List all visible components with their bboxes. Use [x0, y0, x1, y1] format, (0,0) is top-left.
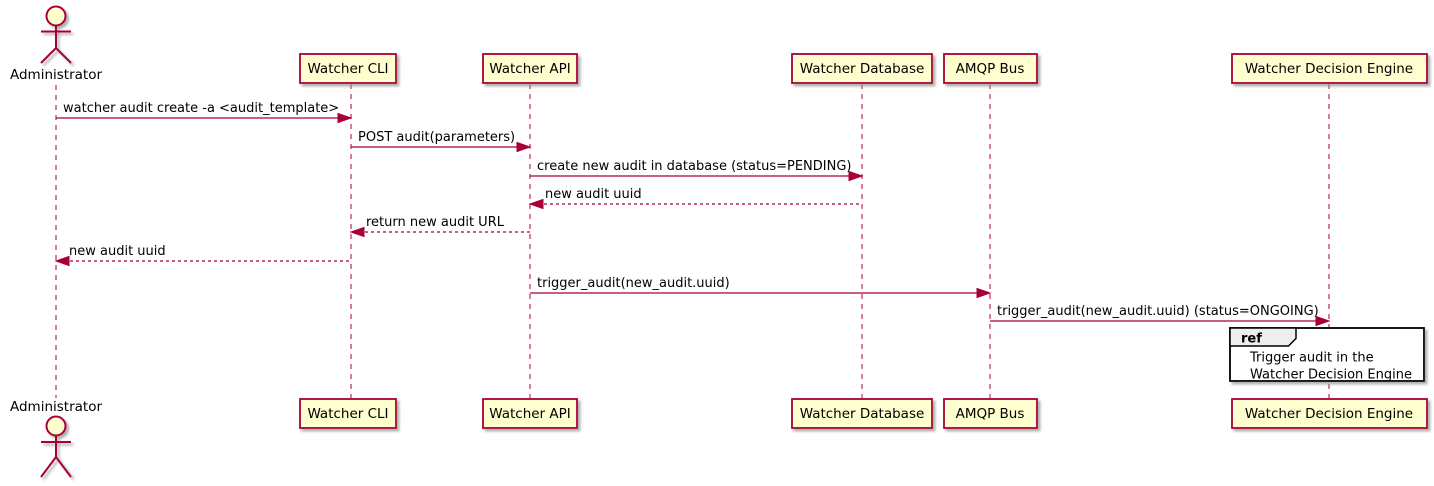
message-4: new audit uuid [528, 187, 862, 210]
message-label: trigger_audit(new_audit.uuid) (status=ON… [997, 304, 1319, 319]
participant-watcher-decision-engine-bottom: Watcher Decision Engine [1231, 398, 1428, 429]
message-7: trigger_audit(new_audit.uuid) [530, 276, 992, 299]
message-label: watcher audit create -a <audit_template> [63, 101, 339, 116]
arrowhead-right-icon [1315, 315, 1331, 327]
actor-administrator-bottom: Administrator [10, 399, 102, 478]
arrowhead-right-icon [516, 141, 532, 153]
participant-label: AMQP Bus [956, 61, 1025, 77]
participant-watcher-database-top: Watcher Database [791, 53, 933, 84]
participant-amqp-bus-bottom: AMQP Bus [943, 398, 1038, 429]
actor-label: Administrator [10, 67, 102, 83]
participant-watcher-api-top: Watcher API [482, 53, 578, 84]
participants-top-row: Watcher CLI Watcher API Watcher Database… [299, 53, 1428, 84]
message-3: create new audit in database (status=PEN… [530, 159, 864, 182]
participant-watcher-api-bottom: Watcher API [482, 398, 578, 429]
arrowhead-left-icon [349, 226, 365, 238]
arrowhead-right-icon [337, 112, 353, 124]
message-label: return new audit URL [366, 215, 505, 230]
message-label: create new audit in database (status=PEN… [537, 159, 852, 174]
participant-label: Watcher Decision Engine [1245, 406, 1413, 422]
participant-label: Watcher CLI [307, 406, 388, 422]
participant-watcher-decision-engine-top: Watcher Decision Engine [1231, 53, 1428, 84]
message-5: return new audit URL [349, 215, 530, 238]
stick-figure-icon [40, 415, 72, 478]
message-label: new audit uuid [69, 244, 166, 259]
ref-fragment: ref Trigger audit in the Watcher Decisio… [1229, 327, 1425, 383]
message-label: new audit uuid [545, 187, 642, 202]
message-6: new audit uuid [54, 244, 351, 267]
participant-label: Watcher Database [800, 406, 925, 422]
participant-label: Watcher Decision Engine [1245, 61, 1413, 77]
ref-keyword: ref [1241, 332, 1262, 347]
message-1: watcher audit create -a <audit_template> [56, 101, 353, 124]
participant-label: Watcher CLI [307, 61, 388, 77]
participant-label: Watcher Database [800, 61, 925, 77]
stick-figure-icon [40, 5, 72, 64]
participant-watcher-database-bottom: Watcher Database [791, 398, 933, 429]
ref-text-line1: Trigger audit in the [1249, 351, 1374, 366]
participant-label: Watcher API [489, 61, 571, 77]
participant-label: AMQP Bus [956, 406, 1025, 422]
participants-bottom-row: Watcher CLI Watcher API Watcher Database… [299, 398, 1428, 429]
message-2: POST audit(parameters) [351, 130, 532, 153]
actor-label: Administrator [10, 399, 102, 415]
message-label: POST audit(parameters) [358, 130, 515, 145]
arrowhead-left-icon [54, 255, 70, 267]
message-label: trigger_audit(new_audit.uuid) [537, 276, 730, 291]
arrowhead-left-icon [528, 198, 544, 210]
arrowhead-right-icon [976, 287, 992, 299]
participant-label: Watcher API [489, 406, 571, 422]
participant-watcher-cli-top: Watcher CLI [299, 53, 397, 84]
participant-watcher-cli-bottom: Watcher CLI [299, 398, 397, 429]
lifelines [55, 84, 1330, 398]
ref-header-tab [1229, 327, 1297, 347]
ref-text-line2: Watcher Decision Engine [1250, 368, 1412, 383]
arrowhead-right-icon [848, 170, 864, 182]
participant-amqp-bus-top: AMQP Bus [943, 53, 1038, 84]
actor-administrator-top: Administrator [10, 5, 102, 83]
message-8: trigger_audit(new_audit.uuid) (status=ON… [990, 304, 1331, 327]
